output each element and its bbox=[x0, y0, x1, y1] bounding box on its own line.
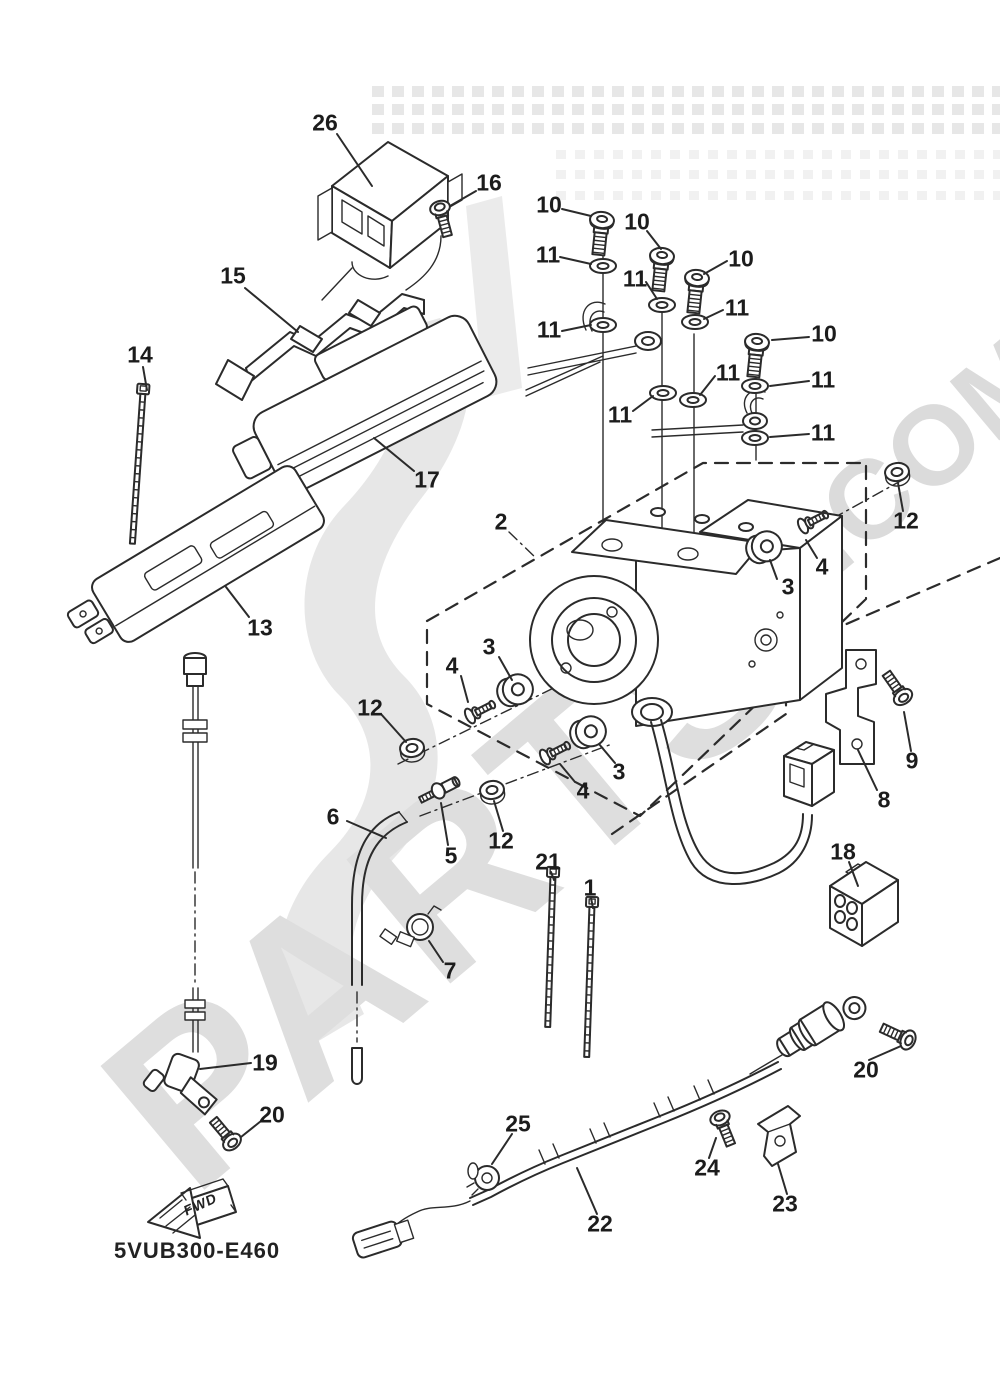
part-18-relay bbox=[829, 861, 899, 947]
callout-22: 22 bbox=[587, 1210, 613, 1237]
callout-5: 5 bbox=[444, 842, 458, 869]
callout-11-6: 11 bbox=[715, 359, 741, 386]
part-8-bracket bbox=[825, 649, 877, 765]
part-23-bracket bbox=[757, 1105, 801, 1167]
callout-17: 17 bbox=[414, 466, 440, 493]
part-5-bleeder bbox=[418, 776, 461, 804]
callout-1: 1 bbox=[583, 874, 597, 901]
callout-20-2: 20 bbox=[853, 1056, 879, 1083]
part-26-relay-assembly bbox=[317, 141, 463, 301]
part-13-bracket bbox=[66, 465, 325, 645]
scan-texture-band bbox=[556, 191, 1000, 200]
callout-9: 9 bbox=[905, 747, 919, 774]
callout-4-2: 4 bbox=[445, 652, 459, 679]
callout-3-3: 3 bbox=[612, 758, 626, 785]
callout-16: 16 bbox=[476, 169, 502, 196]
abs-hydraulic-unit bbox=[529, 499, 843, 886]
callout-20-1: 20 bbox=[259, 1101, 285, 1128]
diagram-code: 5VUB300-E460 bbox=[114, 1238, 281, 1263]
part-17-ecu bbox=[232, 305, 498, 494]
callout-11-7: 11 bbox=[810, 366, 836, 393]
scan-texture-band bbox=[556, 170, 1000, 179]
part-16-bolt bbox=[405, 197, 459, 291]
callout-26: 26 bbox=[312, 109, 338, 136]
callout-11-4: 11 bbox=[724, 294, 750, 321]
callout-25: 25 bbox=[505, 1110, 531, 1137]
callout-2: 2 bbox=[494, 508, 508, 535]
callout-10-3: 10 bbox=[728, 245, 754, 272]
scan-texture-band bbox=[372, 123, 1000, 134]
callout-12-2: 12 bbox=[488, 827, 514, 854]
callout-4-1: 4 bbox=[815, 553, 829, 580]
scan-texture-band bbox=[556, 150, 1000, 159]
callout-23: 23 bbox=[772, 1190, 798, 1217]
part-rear-sensor bbox=[749, 996, 867, 1075]
part-25-clamp bbox=[466, 1162, 500, 1196]
part-19-front-sensor bbox=[142, 652, 218, 1116]
part-7-clamp bbox=[379, 905, 442, 948]
part-24-bolt bbox=[707, 1106, 742, 1150]
callout-18: 18 bbox=[830, 838, 856, 865]
callout-14: 14 bbox=[127, 341, 153, 368]
callout-10-1: 10 bbox=[536, 191, 562, 218]
part-6-hose bbox=[351, 811, 408, 1085]
fwd-arrow bbox=[147, 1178, 237, 1239]
scan-texture-band bbox=[372, 86, 1000, 97]
scan-texture-band bbox=[372, 104, 1000, 115]
part-22-sensor-cable bbox=[351, 1061, 782, 1259]
callout-11-3: 11 bbox=[536, 316, 562, 343]
part-21-cable-tie bbox=[540, 865, 561, 1029]
dashed-box-hydraulic-unit bbox=[425, 461, 868, 818]
callout-12-1: 12 bbox=[357, 694, 383, 721]
callout-19: 19 bbox=[252, 1049, 278, 1076]
leader-lines bbox=[142, 133, 912, 1215]
callout-10-2: 10 bbox=[624, 208, 650, 235]
callout-3-2: 3 bbox=[482, 633, 496, 660]
callout-11-2: 11 bbox=[622, 265, 648, 292]
callout-11-5: 11 bbox=[607, 401, 633, 428]
callout-21: 21 bbox=[535, 848, 561, 875]
leader-2-dashed bbox=[508, 531, 537, 559]
part-9-bolt bbox=[877, 666, 917, 710]
callout-4-3: 4 bbox=[576, 777, 590, 804]
callout-11-8: 11 bbox=[810, 419, 836, 446]
callout-11-1: 11 bbox=[535, 241, 561, 268]
callout-6: 6 bbox=[326, 803, 340, 830]
callout-12-3: 12 bbox=[893, 507, 919, 534]
part-1-cable-tie bbox=[579, 895, 600, 1059]
part-20-bolt-front bbox=[204, 1112, 246, 1155]
callout-7: 7 bbox=[443, 957, 457, 984]
callout-15: 15 bbox=[220, 262, 246, 289]
callout-13: 13 bbox=[247, 614, 273, 641]
callout-10-4: 10 bbox=[811, 320, 837, 347]
callout-3-1: 3 bbox=[781, 573, 795, 600]
callout-24: 24 bbox=[694, 1154, 720, 1181]
callout-8: 8 bbox=[877, 786, 891, 813]
part-14-cable-tie bbox=[125, 382, 151, 546]
